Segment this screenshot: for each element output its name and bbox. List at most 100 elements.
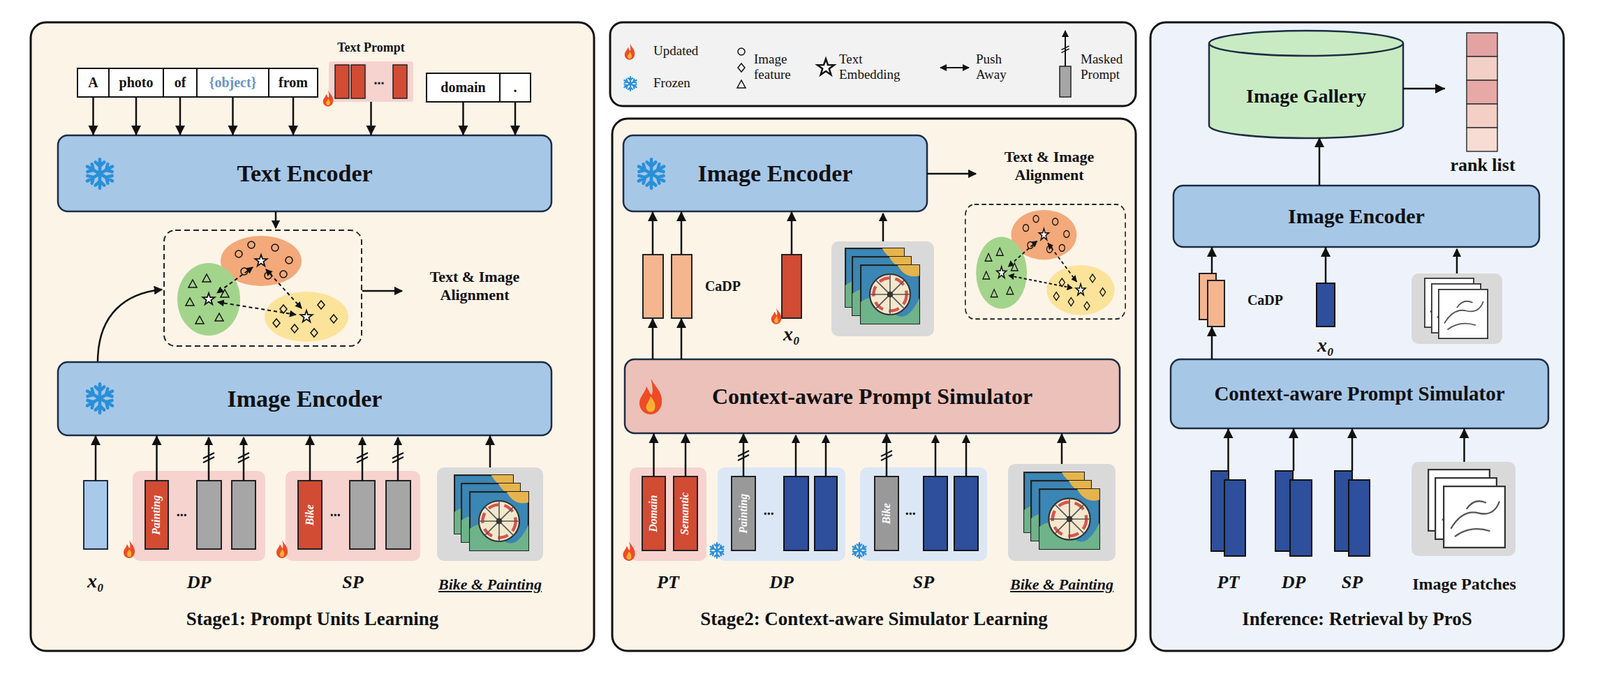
node-text: A [87, 74, 98, 91]
connector [1347, 428, 1358, 472]
stage1-art [57, 61, 552, 562]
node-text: CaDP [1247, 292, 1284, 309]
figure-part [1466, 104, 1498, 128]
captioned-group: Bike & Painting [436, 467, 544, 594]
arrow-head [1347, 428, 1358, 439]
figure-part [629, 467, 707, 562]
figure-part [1411, 273, 1503, 345]
figure-part [636, 159, 666, 189]
arrow-head [152, 435, 162, 446]
prompt-bar: Bike [298, 480, 322, 550]
figure-part [940, 67, 969, 69]
figure-part [77, 68, 531, 102]
prompt-bar: Semantic [673, 476, 698, 551]
figure-part [1456, 249, 1459, 274]
node-text: DP [187, 572, 212, 594]
captioned-group: x₀ [777, 254, 806, 346]
arrow-head [305, 435, 315, 446]
figure-part [469, 492, 529, 551]
connector [647, 211, 687, 255]
figure-part [1199, 273, 1225, 327]
figure-part [1150, 22, 1564, 652]
connector [510, 101, 521, 136]
figure-part [795, 435, 967, 477]
panel-grounds [30, 22, 1564, 652]
figure-part [30, 22, 595, 652]
connector [1056, 433, 1067, 465]
figure-part [817, 58, 835, 75]
figure-part [874, 476, 899, 551]
captioned-group: rank list [1445, 32, 1521, 176]
figure-part [83, 480, 108, 550]
node-text: Context-aware Prompt Simulator [1213, 382, 1505, 406]
figure-part [1211, 471, 1370, 557]
captioned-group: DPPainting... [717, 467, 846, 594]
figure-part [965, 435, 968, 477]
figure-part [795, 435, 798, 477]
arrow-head [738, 433, 749, 444]
connector [649, 433, 659, 477]
arrow-head [1459, 428, 1470, 439]
arrow-head [366, 125, 377, 136]
legend-item: Text Embedding [839, 51, 923, 83]
figure-part [860, 467, 988, 562]
process-box: Image Gallery [1209, 55, 1404, 138]
process-box: Context-aware Prompt Simulator [1170, 359, 1549, 429]
arrow-head [1435, 83, 1446, 94]
node-text: Bike & Painting [1010, 575, 1114, 594]
figure-part [1008, 464, 1116, 562]
captioned-group: Bike & Painting [1008, 464, 1116, 594]
figure-part [298, 480, 322, 550]
figure-part [737, 63, 745, 72]
inference-art [1170, 30, 1549, 557]
arrow-head [676, 318, 687, 329]
figure-part [208, 437, 398, 481]
figure-part [132, 471, 266, 562]
legend-text: Masked Prompt [1080, 51, 1123, 82]
arrow-head [88, 125, 99, 136]
figure-part [1411, 462, 1516, 557]
connector [131, 97, 142, 136]
node-text: Context-aware Prompt Simulator [712, 383, 1033, 410]
captioned-group: DPPainting... [132, 471, 266, 594]
arrow-head [647, 318, 658, 329]
figure-part [624, 359, 1120, 434]
figure-part [392, 453, 404, 463]
captioned-group: PTDomainSemantic [629, 467, 707, 594]
arrow-head [786, 211, 797, 222]
figure-part [145, 480, 169, 550]
node-text: Painting [150, 495, 163, 536]
figure-part [1209, 30, 1404, 56]
captioned-group: SPBike... [285, 471, 421, 594]
figure-part [196, 480, 222, 550]
node-text: Semantic [679, 492, 692, 535]
arrow-head [1206, 247, 1217, 257]
prompt-bar: Painting [145, 480, 169, 550]
process-box: Text Encoder [57, 135, 552, 212]
figure-part [1466, 127, 1498, 152]
figure-part [882, 213, 885, 242]
node-text: rank list [1449, 154, 1515, 176]
node-text: Bike [303, 504, 317, 526]
node-text: PT [1217, 572, 1240, 594]
connector [152, 435, 162, 481]
figure-part [276, 540, 288, 559]
arrow-head [510, 125, 521, 136]
figure-part [709, 543, 725, 559]
process-box: Image Encoder [1173, 185, 1540, 248]
figure-part [623, 135, 928, 212]
figure-part [671, 254, 692, 319]
figure-part [731, 476, 899, 551]
prompt-group: CaDP [642, 254, 741, 319]
node-text: Domain [647, 494, 660, 532]
captioned-group: PT [1211, 471, 1246, 594]
figure-part [622, 541, 635, 562]
node-text: CaDP [705, 278, 741, 295]
figure-part [1466, 80, 1498, 105]
arrow-head [1056, 433, 1067, 444]
figure-part [1466, 56, 1498, 81]
figure-part [781, 254, 802, 319]
arrow-head [647, 211, 658, 222]
figure-part [196, 480, 411, 550]
